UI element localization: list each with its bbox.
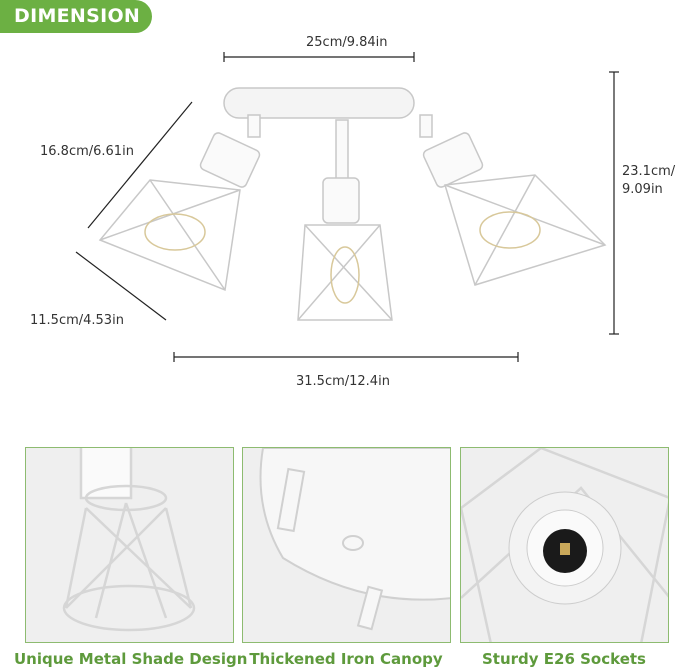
lamp-diagram (75, 52, 619, 362)
top-width-label: 25cm/9.84in (306, 35, 388, 50)
socket-photo (461, 448, 668, 642)
shade-photo (62, 448, 196, 632)
feature-image-shade (25, 447, 234, 643)
height-label-line2: 9.09in (622, 182, 663, 197)
feature-caption-socket: Sturdy E26 Sockets (482, 650, 646, 668)
shade-length-label: 11.5cm/4.53in (30, 313, 124, 328)
lamp-illustration (98, 87, 607, 321)
feature-caption-canopy: Thickened Iron Canopy (249, 650, 443, 668)
total-width-label: 31.5cm/12.4in (296, 374, 390, 389)
arm-length-label: 16.8cm/6.61in (40, 144, 134, 159)
feature-image-canopy (242, 447, 451, 643)
feature-image-socket (460, 447, 669, 643)
height-label-line1: 23.1cm/ (622, 164, 676, 179)
feature-caption-shade: Unique Metal Shade Design (14, 650, 248, 668)
dimension-badge: DIMENSION (0, 0, 152, 33)
dimension-lines (75, 52, 619, 362)
canopy-photo (259, 448, 450, 631)
